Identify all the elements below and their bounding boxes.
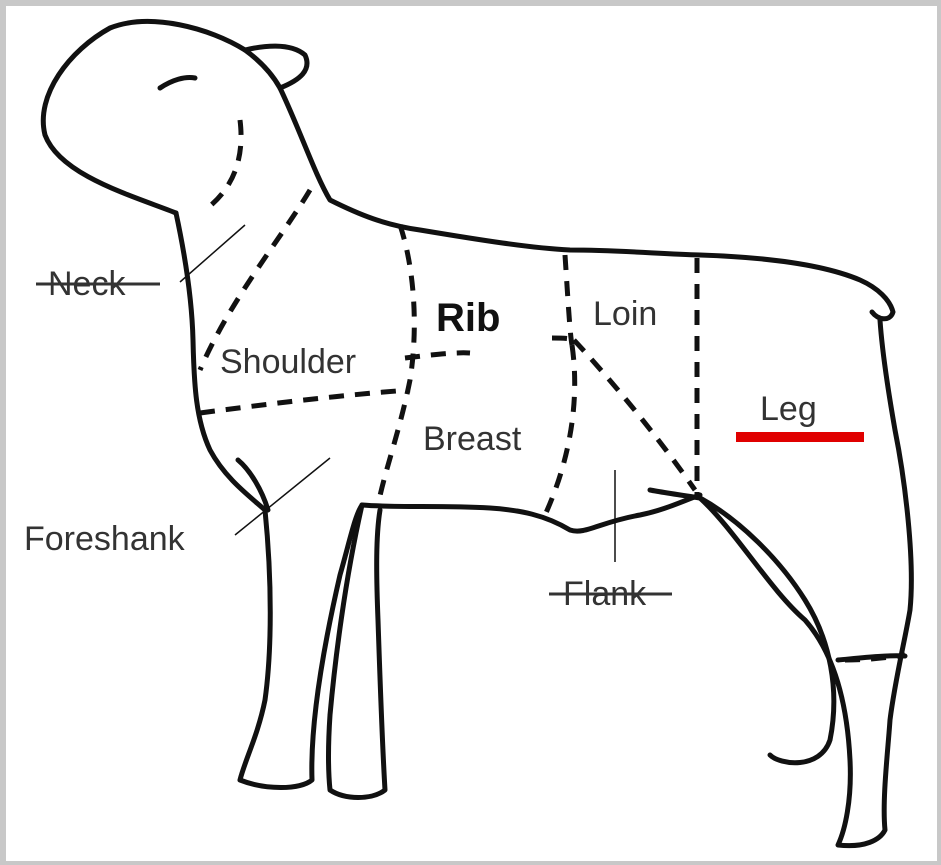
cut-line-flank xyxy=(574,340,695,490)
cut-line-shoulder-rib xyxy=(378,225,414,505)
back-front-leg-outline xyxy=(329,505,386,798)
cut-labels: Neck Shoulder Rib Loin Breast Leg Foresh… xyxy=(24,265,864,613)
front-leg-outline xyxy=(240,505,362,788)
label-foreshank: Foreshank xyxy=(24,520,186,558)
ear-outline xyxy=(245,50,280,88)
label-loin: Loin xyxy=(593,295,657,333)
cut-line-shoulder-lower xyxy=(200,390,410,413)
cut-line-shoulder-inner xyxy=(405,353,470,358)
label-rib: Rib xyxy=(436,296,500,340)
neck-leader-line xyxy=(180,225,245,282)
head-neck-top-outline xyxy=(43,22,893,319)
cut-line-rib-breast xyxy=(545,345,575,515)
belly-outline xyxy=(362,495,700,531)
label-leg: Leg xyxy=(760,390,817,428)
leader-lines xyxy=(180,225,615,562)
stifle-outline xyxy=(650,490,834,763)
label-shoulder: Shoulder xyxy=(220,343,356,381)
eye-outline xyxy=(160,77,195,88)
cut-line-rib-loin xyxy=(565,255,572,345)
leg-red-underline xyxy=(736,432,864,442)
cut-line-head-neck xyxy=(205,120,241,210)
label-breast: Breast xyxy=(423,420,522,458)
